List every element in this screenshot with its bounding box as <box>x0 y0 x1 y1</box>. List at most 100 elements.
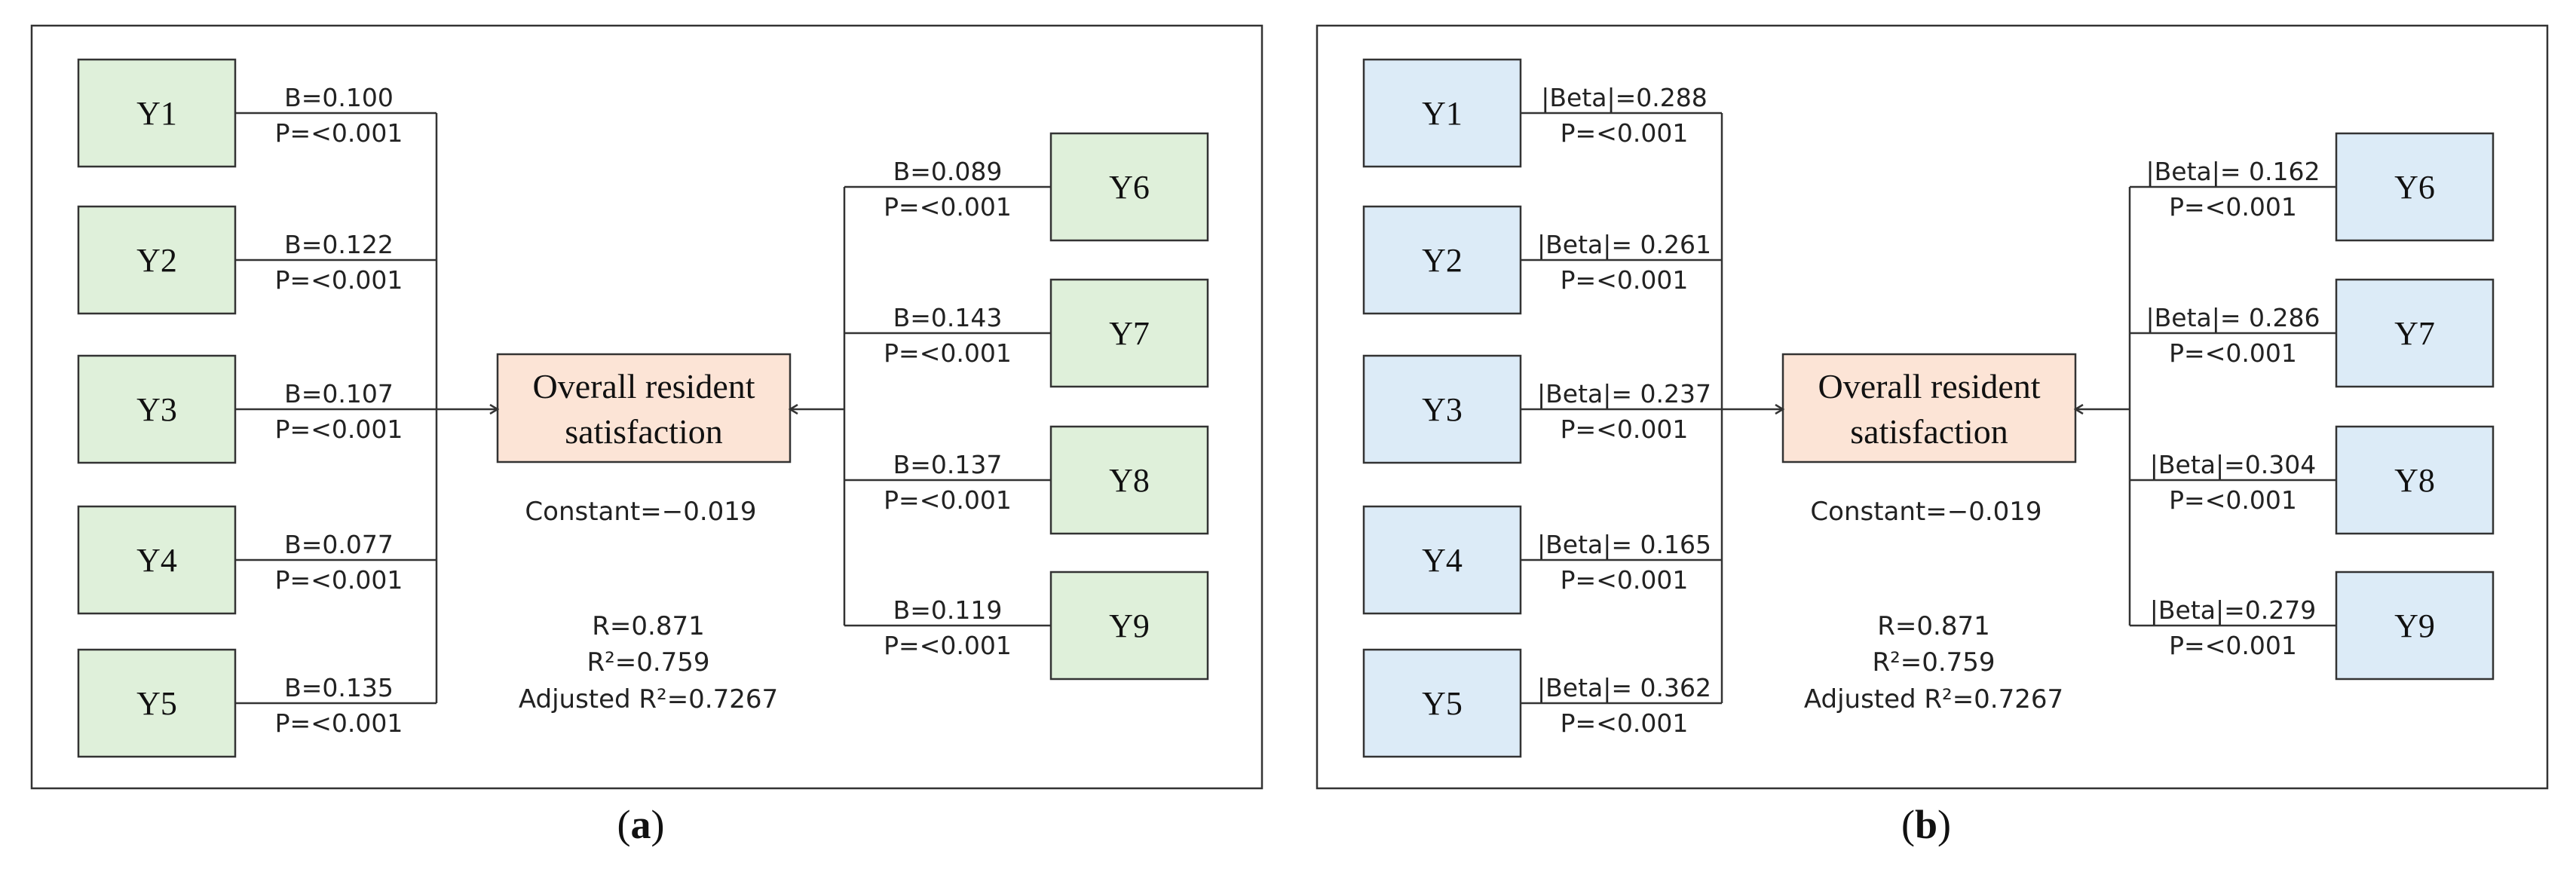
p-value-label: P=<0.001 <box>275 565 403 595</box>
p-value-label: P=<0.001 <box>884 192 1012 222</box>
panel-caption: (b) <box>1901 802 1951 847</box>
p-value-label: P=<0.001 <box>884 631 1012 660</box>
predictor-label: Y2 <box>1422 242 1463 279</box>
predictor-label: Y6 <box>2394 169 2435 206</box>
p-value-label: P=<0.001 <box>2169 338 2297 368</box>
p-value-label: P=<0.001 <box>884 338 1012 368</box>
coefficient-label: |Beta|=0.304 <box>2150 450 2316 479</box>
p-value-label: P=<0.001 <box>1561 565 1689 595</box>
predictor-label: Y7 <box>1109 315 1150 352</box>
predictor-box <box>1049 425 1209 535</box>
predictor-box <box>1049 571 1209 681</box>
coefficient-label: B=0.089 <box>893 157 1003 186</box>
coefficient-label: B=0.107 <box>284 379 394 408</box>
coefficient-label: B=0.119 <box>893 595 1003 625</box>
coefficient-label: |Beta|=0.279 <box>2150 595 2316 625</box>
coefficient-label: B=0.137 <box>893 450 1003 479</box>
coefficient-label: B=0.135 <box>284 673 394 702</box>
predictor-label: Y3 <box>1422 391 1463 428</box>
outcome-label-line2: satisfaction <box>1850 412 2008 451</box>
predictor-label: Y4 <box>136 542 177 579</box>
coefficient-label: B=0.100 <box>284 83 394 112</box>
predictor-label: Y1 <box>136 95 177 132</box>
predictor-label: Y4 <box>1422 542 1463 579</box>
coefficient-label: |Beta|= 0.162 <box>2146 157 2320 186</box>
predictor-box <box>1049 278 1209 388</box>
predictor-box <box>1362 58 1522 168</box>
p-value-label: P=<0.001 <box>275 265 403 295</box>
predictor-label: Y5 <box>1422 685 1463 722</box>
coefficient-label: |Beta|= 0.261 <box>1537 230 1711 259</box>
predictor-box <box>77 505 237 615</box>
coefficient-label: B=0.143 <box>893 303 1003 332</box>
predictor-label: Y9 <box>2394 607 2435 644</box>
predictor-box <box>2335 132 2495 242</box>
r-squared-label: R²=0.759 <box>1872 647 1995 678</box>
predictor-box <box>77 648 237 758</box>
p-value-label: P=<0.001 <box>1561 415 1689 444</box>
predictor-box <box>1362 205 1522 315</box>
predictor-label: Y5 <box>136 685 177 722</box>
panel-a: Overall resident satisfaction Y1 B=0.100P=<… <box>30 24 1263 847</box>
predictor-box <box>1362 648 1522 758</box>
predictor-box <box>1362 505 1522 615</box>
predictor-box <box>77 58 237 168</box>
p-value-label: P=<0.001 <box>1561 118 1689 148</box>
outcome-label-line2: satisfaction <box>565 412 723 451</box>
outcome-label-line1: Overall resident <box>532 367 755 405</box>
coefficient-label: B=0.077 <box>284 530 394 559</box>
constant-label: Constant=−0.019 <box>525 497 756 527</box>
panel-caption: (a) <box>617 802 665 847</box>
predictor-label: Y8 <box>1109 462 1150 499</box>
r-squared-label: R²=0.759 <box>587 647 709 678</box>
predictor-label: Y9 <box>1109 607 1150 644</box>
coefficient-label: |Beta|= 0.237 <box>1537 379 1711 408</box>
outcome-box <box>496 353 792 464</box>
coefficient-label: |Beta|= 0.165 <box>1537 530 1711 559</box>
coefficient-label: B=0.122 <box>284 230 394 259</box>
predictor-label: Y8 <box>2394 462 2435 499</box>
r-label: R=0.871 <box>592 611 704 641</box>
adjusted-r-squared-label: Adjusted R²=0.7267 <box>1804 684 2063 714</box>
coefficient-label: |Beta|= 0.286 <box>2146 303 2320 332</box>
adjusted-r-squared-label: Adjusted R²=0.7267 <box>519 684 778 714</box>
outcome-box <box>1781 353 2077 464</box>
p-value-label: P=<0.001 <box>1561 708 1689 738</box>
panel-b: Overall residentsatisfactionY1|Beta|=0.2… <box>1316 24 2549 847</box>
p-value-label: P=<0.001 <box>884 485 1012 515</box>
predictor-label: Y6 <box>1109 169 1150 206</box>
coefficient-label: |Beta|=0.288 <box>1541 83 1707 112</box>
predictor-box <box>2335 278 2495 388</box>
p-value-label: P=<0.001 <box>275 415 403 444</box>
p-value-label: P=<0.001 <box>2169 192 2297 222</box>
predictor-label: Y3 <box>136 391 177 428</box>
p-value-label: P=<0.001 <box>275 708 403 738</box>
coefficient-label: |Beta|= 0.362 <box>1537 673 1711 702</box>
predictor-box <box>2335 425 2495 535</box>
outcome-label-line1: Overall resident <box>1818 367 2040 405</box>
p-value-label: P=<0.001 <box>2169 631 2297 660</box>
predictor-label: Y7 <box>2394 315 2435 352</box>
p-value-label: P=<0.001 <box>1561 265 1689 295</box>
p-value-label: P=<0.001 <box>2169 485 2297 515</box>
p-value-label: P=<0.001 <box>275 118 403 148</box>
